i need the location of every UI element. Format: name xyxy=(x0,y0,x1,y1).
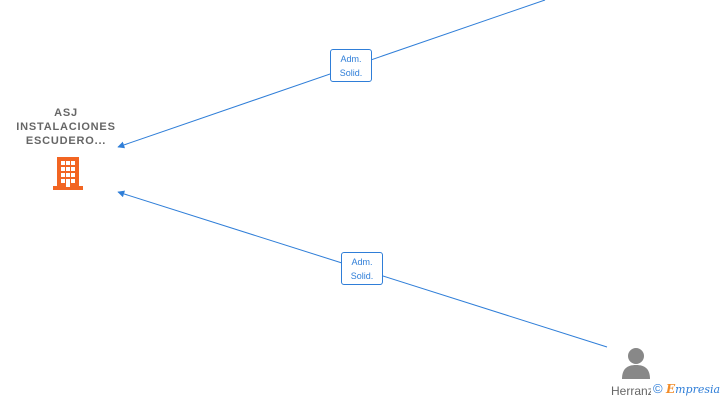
brand-logo-text: mpresia xyxy=(675,383,721,396)
company-name-line-2[interactable]: INSTALACIONES xyxy=(16,121,116,133)
company-name[interactable]: ASJ INSTALACIONES ESCUDERO... xyxy=(6,106,126,148)
copyright-symbol: © xyxy=(653,381,663,396)
edge-label-top-line-2: Solid. xyxy=(339,68,363,78)
person-name[interactable]: Herranz xyxy=(611,384,654,398)
brand-logo-initial: E xyxy=(665,382,676,396)
empresia-watermark: © Empresia xyxy=(651,381,721,399)
edge-label-top[interactable]: Adm. Solid. xyxy=(330,49,372,82)
person-icon[interactable] xyxy=(621,347,651,379)
edge-label-bottom[interactable]: Adm. Solid. xyxy=(341,252,383,285)
company-name-line-1[interactable]: ASJ xyxy=(54,107,78,119)
building-icon[interactable] xyxy=(53,157,83,190)
edge-label-top-line-1: Adm. xyxy=(340,54,362,64)
edge-label-bottom-line-2: Solid. xyxy=(350,271,374,281)
edge-label-bottom-line-1: Adm. xyxy=(351,257,373,267)
company-name-line-3[interactable]: ESCUDERO... xyxy=(25,135,107,147)
